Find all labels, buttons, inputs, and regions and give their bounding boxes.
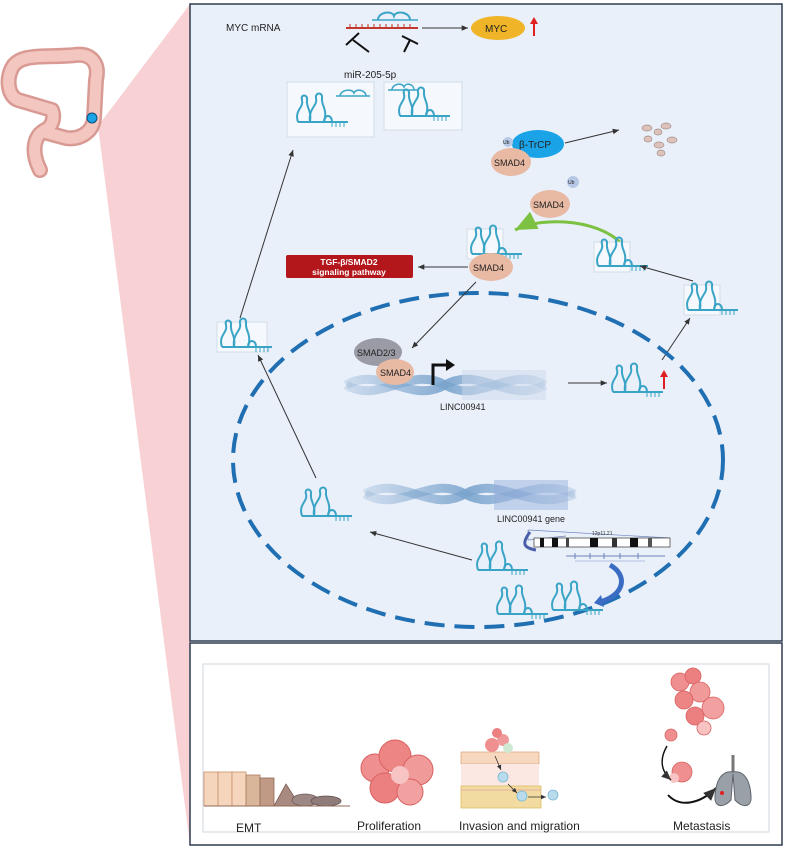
smad4-label-bound: SMAD4 [473, 263, 504, 273]
ub-label-2: Ub [568, 180, 575, 186]
myc-protein [471, 16, 525, 40]
metastasis-illustration [661, 667, 752, 806]
invasion-illustration [460, 728, 559, 809]
proliferation-label: Proliferation [357, 819, 421, 833]
invasion-label: Invasion and migration [459, 819, 580, 833]
degradation-fragments [641, 122, 678, 157]
smad4-label-mid: SMAD4 [533, 200, 564, 210]
tgf-beta-pathway-box [286, 255, 413, 278]
metastasis-label: Metastasis [673, 819, 730, 833]
btrcp-label: β-TrCP [519, 140, 551, 151]
inhibition-bars [345, 32, 419, 53]
chromosome-ideogram: 12p11.21 [527, 529, 671, 562]
curved-transcript-arrow [599, 562, 624, 605]
linc-label: LINC00941 [440, 402, 486, 412]
smad4-ub [530, 190, 570, 218]
nucleus-boundary [231, 291, 725, 629]
myc-mrna-strand [346, 11, 418, 29]
proliferation-illustration [360, 739, 434, 806]
dna-helix-gene [362, 480, 577, 510]
tgf-label-1: TGF-β/SMAD2 [320, 257, 377, 267]
ub-tag-1 [503, 137, 513, 147]
myc-mrna-label: MYC mRNA [226, 23, 281, 34]
ub-label-1: Ub [503, 140, 510, 146]
myc-label: MYC [485, 24, 507, 35]
emt-illustration [203, 771, 350, 807]
colon-illustration [0, 46, 105, 178]
emt-label: EMT [236, 821, 262, 835]
smad4-label-nuclear: SMAD4 [380, 368, 411, 378]
transcription-start-icon [431, 363, 448, 385]
smad4-nuclear [376, 359, 414, 385]
myc-up-arrow-icon [530, 17, 538, 36]
smad4-bound [469, 253, 513, 281]
smad23-protein [354, 338, 402, 366]
smad4-label-top: SMAD4 [494, 158, 525, 168]
zoom-wedge [98, 4, 190, 845]
ub-tag-2 [567, 176, 579, 188]
btrcp-protein [512, 130, 564, 158]
gene-bend-arrow [523, 531, 537, 552]
linc-up-arrow-icon [660, 370, 668, 389]
chrom-band-label: 12p11.21 [592, 531, 613, 537]
smad4-ub-complex [491, 148, 531, 176]
dna-helix-promoter [343, 370, 548, 400]
mir-label: miR-205-5p [344, 70, 397, 81]
tgf-label-2: signaling pathway [312, 267, 386, 277]
smad23-label: SMAD2/3 [357, 348, 396, 358]
linc-gene-label: LINC00941 gene [497, 514, 565, 524]
